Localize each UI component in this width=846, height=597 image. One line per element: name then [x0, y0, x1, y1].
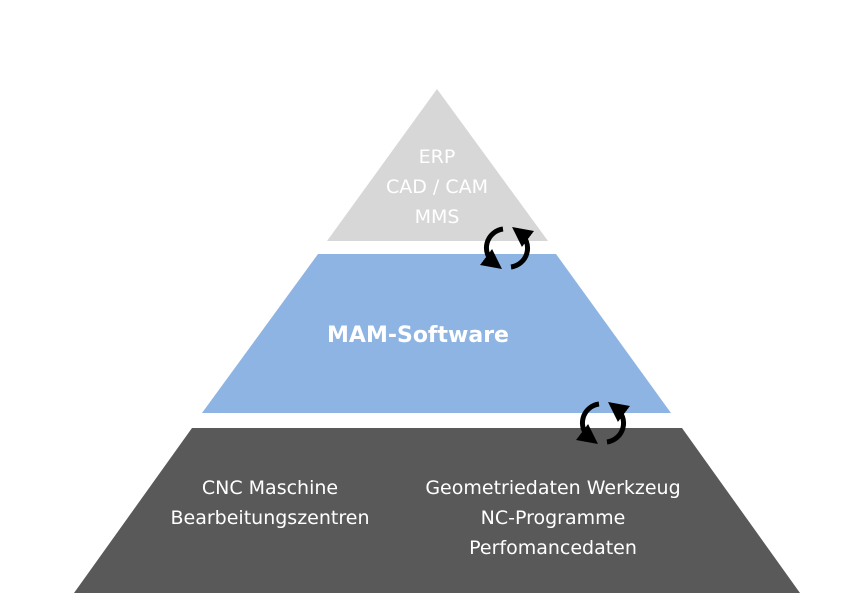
- bottom-tier-shape: [74, 428, 800, 593]
- top-tier-line-erp: ERP: [418, 146, 456, 168]
- bottom-tier-left-labels: CNC Maschine Bearbeitungszentren: [150, 473, 390, 533]
- bottom-right-line-nc-programme: NC-Programme: [480, 507, 626, 529]
- top-tier-line-mms: MMS: [414, 206, 460, 228]
- bottom-right-line-geometriedaten: Geometriedaten Werkzeug: [425, 477, 681, 499]
- refresh-cycle-icon: [479, 226, 535, 270]
- top-tier-shape: [327, 89, 548, 241]
- middle-tier-label: MAM-Software: [327, 323, 509, 348]
- bottom-left-line-bearbeitungszentren: Bearbeitungszentren: [170, 507, 370, 529]
- bottom-left-line-cnc: CNC Maschine: [201, 477, 339, 499]
- top-tier-line-cad-cam: CAD / CAM: [385, 176, 489, 198]
- bottom-tier-right-labels: Geometriedaten Werkzeug NC-Programme Per…: [400, 473, 706, 563]
- middle-tier-shape: [202, 254, 671, 413]
- refresh-cycle-icon: [575, 401, 631, 445]
- bottom-right-line-perfomancedaten: Perfomancedaten: [469, 537, 637, 559]
- top-tier-labels: ERP CAD / CAM MMS: [337, 142, 537, 232]
